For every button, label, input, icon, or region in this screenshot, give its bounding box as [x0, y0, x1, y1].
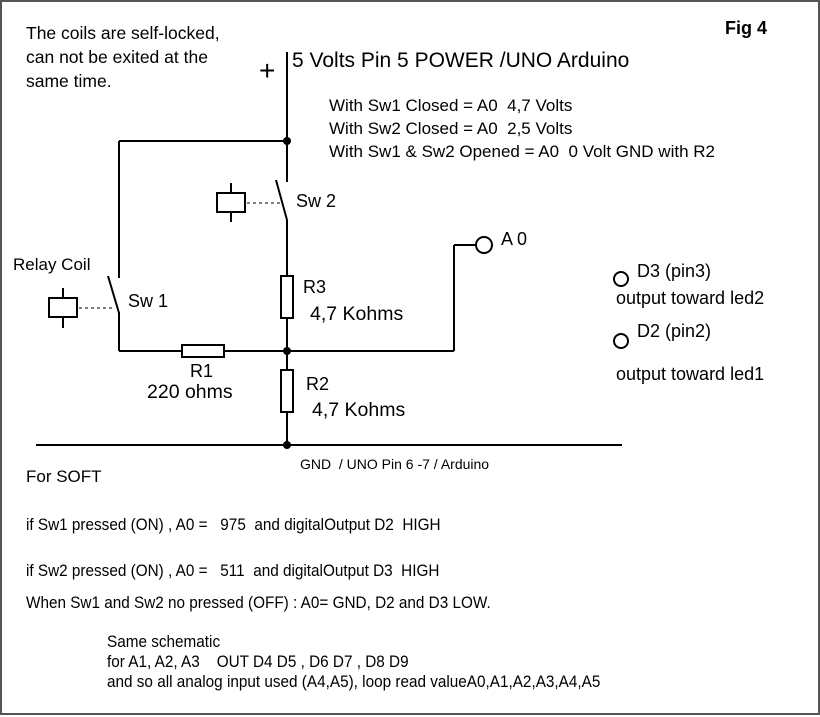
soft-heading: For SOFT — [26, 467, 102, 486]
relay-coil-label: Relay Coil — [13, 255, 91, 274]
r2-name: R2 — [306, 374, 330, 394]
a0-label: A 0 — [501, 229, 528, 249]
r1-name: R1 — [190, 361, 214, 381]
resistor-r2 — [280, 369, 294, 413]
relay-coil-sw2 — [216, 192, 246, 213]
a0-terminal — [475, 236, 493, 254]
figure-label: Fig 4 — [725, 18, 768, 38]
resistor-r1 — [181, 344, 225, 358]
soft-line-off: When Sw1 and Sw2 no pressed (OFF) : A0= … — [26, 593, 491, 612]
ground-label: GND / UNO Pin 6 -7 / Arduino — [300, 456, 490, 472]
sw2-blade — [275, 179, 288, 221]
r3-value: 4,7 Kohms — [310, 303, 404, 325]
r3-name: R3 — [303, 277, 327, 297]
note-line-1: The coils are self-locked, — [26, 23, 220, 43]
resistor-r3 — [280, 275, 294, 319]
sw2-label: Sw 2 — [296, 191, 337, 211]
soft-extra-3: and so all analog input used (A4,A5), lo… — [107, 672, 601, 691]
sw1-blade — [107, 275, 120, 314]
d3-desc: output toward led2 — [616, 288, 765, 308]
junction-top — [283, 137, 291, 145]
condition-sw1: With Sw1 Closed = A0 4,7 Volts — [329, 96, 573, 115]
note-line-3: same time. — [26, 71, 112, 91]
d2-desc: output toward led1 — [616, 364, 765, 384]
sw1-label: Sw 1 — [128, 291, 169, 311]
d3-terminal — [613, 271, 629, 287]
condition-sw2: With Sw2 Closed = A0 2,5 Volts — [329, 119, 573, 138]
d2-terminal — [613, 333, 629, 349]
soft-extra-1: Same schematic — [107, 632, 221, 651]
r1-value: 220 ohms — [147, 381, 233, 403]
plus-symbol: + — [259, 55, 276, 86]
condition-open: With Sw1 & Sw2 Opened = A0 0 Volt GND wi… — [329, 142, 715, 161]
power-label: 5 Volts Pin 5 POWER /UNO Arduino — [292, 49, 630, 72]
d2-pin-label: D2 (pin2) — [637, 321, 712, 341]
note-line-2: can not be exited at the — [26, 47, 208, 67]
junction-gnd — [283, 441, 291, 449]
junction-mid — [283, 347, 291, 355]
soft-line-sw1: if Sw1 pressed (ON) , A0 = 975 and digit… — [26, 515, 441, 534]
r2-value: 4,7 Kohms — [312, 399, 406, 421]
soft-line-sw2: if Sw2 pressed (ON) , A0 = 511 and digit… — [26, 561, 440, 580]
soft-extra-2: for A1, A2, A3 OUT D4 D5 , D6 D7 , D8 D9 — [107, 652, 409, 671]
relay-coil-sw1 — [48, 297, 78, 318]
d3-pin-label: D3 (pin3) — [637, 261, 712, 281]
